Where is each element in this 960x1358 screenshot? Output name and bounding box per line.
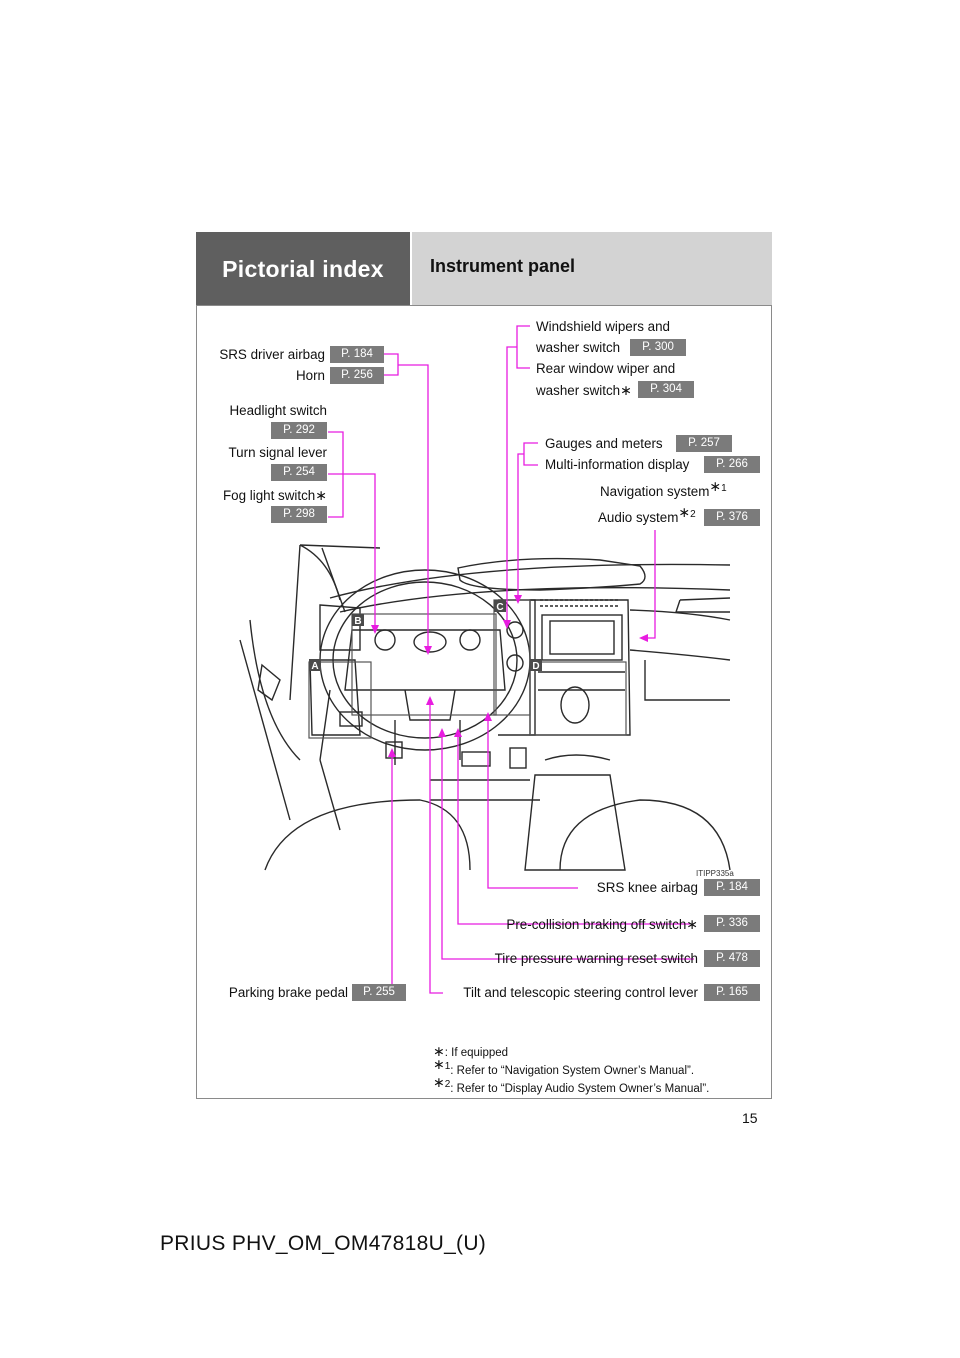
footnote-audio: ∗2: Refer to “Display Audio System Owner… [433,1074,710,1095]
section-tab: Pictorial index [196,232,410,306]
parking-brake-page[interactable]: P. 255 [352,984,406,1001]
marker-d: D [532,661,539,672]
multi-info-display-label: Multi-information display [545,457,690,472]
navigation-system-label: Navigation system∗1 [600,477,727,499]
turn-signal-lever-page[interactable]: P. 254 [271,464,327,481]
marker-c: C [496,602,503,613]
if-equipped-star: ∗ [686,916,698,932]
fog-light-switch-label: Fog light switch∗ [222,487,327,503]
horn-page[interactable]: P. 256 [330,367,384,384]
if-equipped-star: ∗ [315,487,327,503]
header-divider [196,305,772,306]
srs-knee-airbag-page[interactable]: P. 184 [704,879,760,896]
pre-collision-page[interactable]: P. 336 [704,915,760,932]
image-code: ITIPP335a [696,869,734,878]
gauges-meters-label: Gauges and meters [545,436,663,451]
srs-driver-airbag-label: SRS driver airbag [219,347,325,362]
page-number: 15 [742,1110,758,1126]
windshield-wipers-page[interactable]: P. 300 [630,339,686,356]
dashboard-drawing [239,544,731,871]
srs-driver-airbag-page[interactable]: P. 184 [330,346,384,363]
region-markers: A B C D [309,600,542,672]
rear-wiper-label-2: washer switch∗ [536,382,632,398]
if-equipped-star: ∗ [620,382,632,398]
marker-b: B [354,616,361,627]
footnotes: ∗: If equipped ∗1: Refer to “Navigation … [433,1042,709,1098]
horn-label: Horn [295,368,325,383]
fog-light-switch-page[interactable]: P. 298 [271,506,327,523]
headlight-switch-label: Headlight switch [229,403,327,418]
region-boxes [308,599,627,739]
srs-knee-airbag-label: SRS knee airbag [596,880,698,895]
footnote-if-equipped: ∗: If equipped [433,1043,509,1059]
rear-wiper-label-1: Rear window wiper and [536,361,676,376]
document-footer: PRIUS PHV_OM_OM47818U_(U) [160,1232,487,1255]
leader-arrowheads [371,595,648,757]
pre-collision-label: Pre-collision braking off switch∗ [506,916,698,932]
tilt-telescopic-page[interactable]: P. 165 [704,984,760,1001]
multi-info-display-page[interactable]: P. 266 [704,456,760,473]
page-title: Instrument panel [410,232,772,306]
gauges-meters-page[interactable]: P. 257 [676,435,732,452]
rear-wiper-page[interactable]: P. 304 [638,381,694,398]
audio-system-label: Audio system∗2 [598,503,696,525]
windshield-wipers-label-1: Windshield wipers and [536,319,670,334]
windshield-wipers-label-2: washer switch [536,340,621,355]
marker-a: A [311,661,318,672]
turn-signal-lever-label: Turn signal lever [228,445,328,460]
parking-brake-label: Parking brake pedal [228,985,348,1000]
tilt-telescopic-label: Tilt and telescopic steering control lev… [463,985,698,1000]
tire-pressure-page[interactable]: P. 478 [704,950,760,967]
headlight-switch-page[interactable]: P. 292 [271,422,327,439]
footnote-navigation: ∗1: Refer to “Navigation System Owner’s … [433,1056,695,1077]
audio-system-page[interactable]: P. 376 [704,509,760,526]
tire-pressure-label: Tire pressure warning reset switch [494,951,698,966]
